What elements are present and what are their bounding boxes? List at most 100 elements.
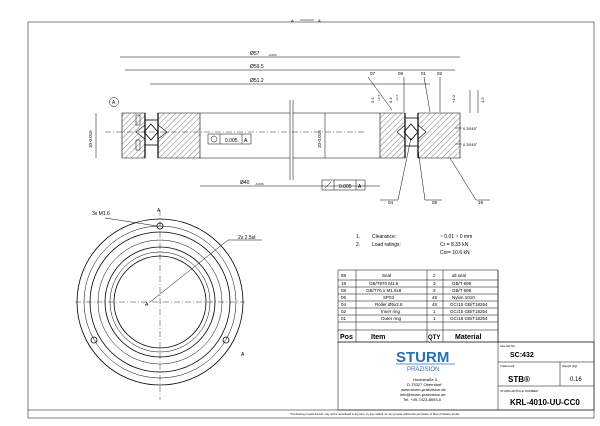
svg-text:48: 48 bbox=[432, 302, 438, 307]
svg-text:A: A bbox=[241, 352, 245, 358]
svg-text:Clearance:: Clearance: bbox=[372, 234, 396, 240]
svg-text:+0.4: +0.4 bbox=[395, 95, 399, 101]
svg-text:Outer ring: Outer ring bbox=[381, 316, 402, 321]
svg-text:19: 19 bbox=[341, 281, 347, 286]
dim-d40: Ø40 bbox=[240, 180, 250, 186]
balloon-08: 08 bbox=[432, 200, 438, 205]
balloon-07: 07 bbox=[370, 71, 376, 76]
table-row: 89 Seal 2 all seal bbox=[341, 273, 466, 278]
dim-height-left: 10-0.015 bbox=[88, 130, 93, 148]
svg-text:02: 02 bbox=[341, 309, 347, 314]
svg-text:1: 1 bbox=[433, 316, 436, 321]
svg-text:Load ratings:: Load ratings: bbox=[372, 242, 401, 248]
svg-text:A: A bbox=[318, 18, 321, 23]
svg-text:-0.020: -0.020 bbox=[268, 53, 277, 57]
front-label-holes: 3x M1.6 bbox=[92, 211, 110, 217]
right-ring-section bbox=[379, 112, 461, 159]
svg-text:GCr15 GB/T18254: GCr15 GB/T18254 bbox=[450, 302, 488, 307]
svg-text:SP03: SP03 bbox=[383, 295, 395, 300]
dim-d59: Ø59.5 bbox=[250, 64, 264, 70]
svg-text:0.005: 0.005 bbox=[339, 184, 352, 190]
svg-text:Nylon 1010: Nylon 1010 bbox=[452, 295, 475, 300]
dim-d51: Ø51.2 bbox=[250, 78, 264, 84]
article-number: KRL-4010-UU-CC0 bbox=[510, 398, 580, 407]
svg-text:08: 08 bbox=[341, 288, 347, 293]
svg-text:A: A bbox=[145, 302, 149, 308]
dim-d57: Ø57 bbox=[250, 51, 260, 57]
front-view: 3x M1.6 2x 2.5st A A A bbox=[75, 208, 262, 400]
svg-text:0.4: 0.4 bbox=[370, 97, 375, 103]
svg-text:www.sturm-praezision.de: www.sturm-praezision.de bbox=[401, 387, 446, 392]
tolerance-frame-1: 0.005 A bbox=[207, 133, 252, 145]
svg-text:4.9: 4.9 bbox=[480, 97, 485, 103]
sheet-border bbox=[27, 21, 595, 419]
svg-text:2: 2 bbox=[433, 273, 436, 278]
svg-text:A: A bbox=[112, 100, 116, 106]
balloon-02: 02 bbox=[437, 71, 443, 76]
svg-text:STURM ARTICLE NUMBER: STURM ARTICLE NUMBER bbox=[500, 389, 539, 393]
detail-view: 0.4 +0.4 0.4 +0.4 +1.0 4.9 0.3X45° 0.3X4… bbox=[367, 71, 490, 205]
svg-text:all seal: all seal bbox=[452, 273, 466, 278]
svg-text:A: A bbox=[358, 184, 362, 190]
svg-text:Material: Material bbox=[455, 334, 482, 341]
svg-text:GCr15 GB/T18254: GCr15 GB/T18254 bbox=[450, 316, 488, 321]
hole-right bbox=[222, 336, 230, 344]
svg-text:GCr15 GB/T18254: GCr15 GB/T18254 bbox=[450, 309, 488, 314]
svg-text:1.: 1. bbox=[356, 234, 360, 240]
svg-text:D-75327 Oberndorf: D-75327 Oberndorf bbox=[407, 382, 442, 387]
svg-text:Roller Ø5x2.8: Roller Ø5x2.8 bbox=[375, 302, 403, 307]
balloon-04: 04 bbox=[388, 200, 394, 205]
svg-text:1: 1 bbox=[433, 309, 436, 314]
svg-text:Pos: Pos bbox=[340, 334, 353, 341]
svg-text:Internal SC: Internal SC bbox=[500, 344, 516, 348]
hole-left bbox=[90, 336, 98, 344]
svg-text:Hochstraße 3,: Hochstraße 3, bbox=[413, 377, 438, 382]
svg-text:GB/T870 M1.6: GB/T870 M1.6 bbox=[369, 281, 399, 286]
section-marker-top: A A bbox=[291, 18, 321, 23]
svg-text:Weight (kg): Weight (kg) bbox=[562, 364, 577, 368]
table-row: 02 Inner ring 1 GCr15 GB/T18254 bbox=[341, 309, 488, 314]
svg-text:info@sturm-praezision.de: info@sturm-praezision.de bbox=[400, 392, 446, 397]
svg-text:Seal: Seal bbox=[382, 273, 391, 278]
footer-copyright: This drawing or parts thereof, may not b… bbox=[290, 412, 459, 416]
left-ring-section bbox=[121, 112, 201, 159]
section-view: Ø57 -0.020 Ø59.5 Ø51.2 Ø40 -0.006 10-0.0… bbox=[88, 51, 461, 191]
weight-value: 0.16 bbox=[570, 377, 582, 383]
svg-text:89: 89 bbox=[341, 273, 347, 278]
svg-text:0.4: 0.4 bbox=[388, 97, 393, 103]
chamfer-label-2: 0.3X45° bbox=[463, 142, 478, 147]
brand-name: STURM bbox=[396, 349, 449, 366]
svg-text:Cr = 8.33 kN: Cr = 8.33 kN bbox=[440, 242, 469, 248]
parts-table: 89 Seal 2 all seal 19 GB/T870 M1.6 3 GB/… bbox=[337, 269, 499, 343]
table-row: 06 SP03 48 Nylon 1010 bbox=[341, 295, 475, 300]
svg-text:0.005: 0.005 bbox=[225, 138, 238, 144]
svg-text:GB/T 699: GB/T 699 bbox=[452, 288, 472, 293]
svg-text:3: 3 bbox=[433, 288, 436, 293]
svg-text:Trademark: Trademark bbox=[500, 364, 515, 368]
svg-text:GB/T 699: GB/T 699 bbox=[452, 281, 472, 286]
svg-text:GB/T70.1 M1.6x8: GB/T70.1 M1.6x8 bbox=[366, 288, 402, 293]
title-block: STURM PRÄZISION Hochstraße 3, D-75327 Ob… bbox=[28, 270, 595, 411]
svg-text:A: A bbox=[157, 208, 161, 214]
balloon-19: 19 bbox=[478, 200, 484, 205]
svg-text:A: A bbox=[291, 18, 294, 23]
svg-text:Tel. +49-7423-8693-0: Tel. +49-7423-8693-0 bbox=[403, 397, 442, 402]
svg-text:-0.006: -0.006 bbox=[255, 182, 264, 186]
dim-height-mid: 10-0.015 bbox=[317, 130, 322, 148]
svg-text:A: A bbox=[244, 138, 248, 144]
svg-text:QTY: QTY bbox=[428, 335, 440, 341]
table-row: 19 GB/T870 M1.6 3 GB/T 699 bbox=[341, 281, 472, 286]
balloon-01: 01 bbox=[421, 71, 427, 76]
internal-value: SC:432 bbox=[510, 352, 534, 359]
address: Hochstraße 3, D-75327 Oberndorf www.stur… bbox=[400, 377, 446, 402]
svg-text:Inner ring: Inner ring bbox=[381, 309, 401, 314]
brand-sub: PRÄZISION bbox=[407, 366, 439, 373]
datum-a bbox=[109, 97, 119, 107]
balloon-09: 09 bbox=[398, 71, 404, 76]
trademark-value: STB® bbox=[508, 375, 530, 384]
svg-text:01: 01 bbox=[341, 316, 347, 321]
svg-text:Cor= 10.6 kN: Cor= 10.6 kN bbox=[440, 250, 470, 256]
svg-text:~ 0.01 ~ 0 mm: ~ 0.01 ~ 0 mm bbox=[440, 234, 472, 240]
chamfer-label-1: 0.3X45° bbox=[463, 126, 478, 131]
